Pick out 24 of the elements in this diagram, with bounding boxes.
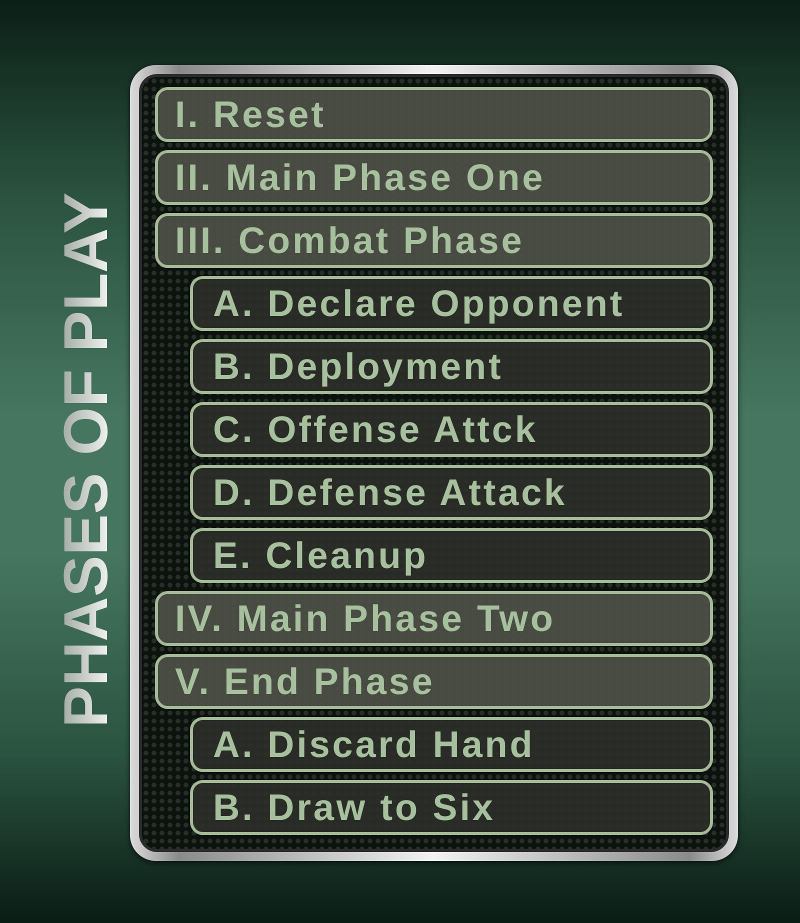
step-label: D. Defense Attack bbox=[213, 474, 568, 511]
step-box bbox=[190, 402, 713, 457]
step-label: B. Draw to Six bbox=[213, 789, 496, 826]
step-box bbox=[190, 465, 713, 520]
step-box bbox=[190, 339, 713, 394]
step-label: E. Cleanup bbox=[213, 537, 428, 574]
phase-label: IV. Main Phase Two bbox=[175, 600, 556, 637]
phase-box bbox=[155, 150, 713, 205]
phase-label: V. End Phase bbox=[175, 663, 435, 700]
phase-box bbox=[155, 213, 713, 268]
step-box bbox=[190, 780, 713, 835]
step-label: A. Declare Opponent bbox=[213, 285, 625, 322]
phase-label: I. Reset bbox=[175, 96, 326, 133]
phase-box bbox=[155, 87, 713, 142]
phase-label: III. Combat Phase bbox=[175, 222, 524, 259]
step-label: A. Discard Hand bbox=[213, 726, 535, 763]
step-label: B. Deployment bbox=[213, 348, 504, 385]
step-label: C. Offense Attck bbox=[213, 411, 538, 448]
step-box bbox=[190, 528, 713, 583]
phase-label: II. Main Phase One bbox=[175, 159, 546, 196]
phase-box bbox=[155, 591, 713, 646]
phase-box bbox=[155, 654, 713, 709]
step-box bbox=[190, 276, 713, 331]
step-box bbox=[190, 717, 713, 772]
